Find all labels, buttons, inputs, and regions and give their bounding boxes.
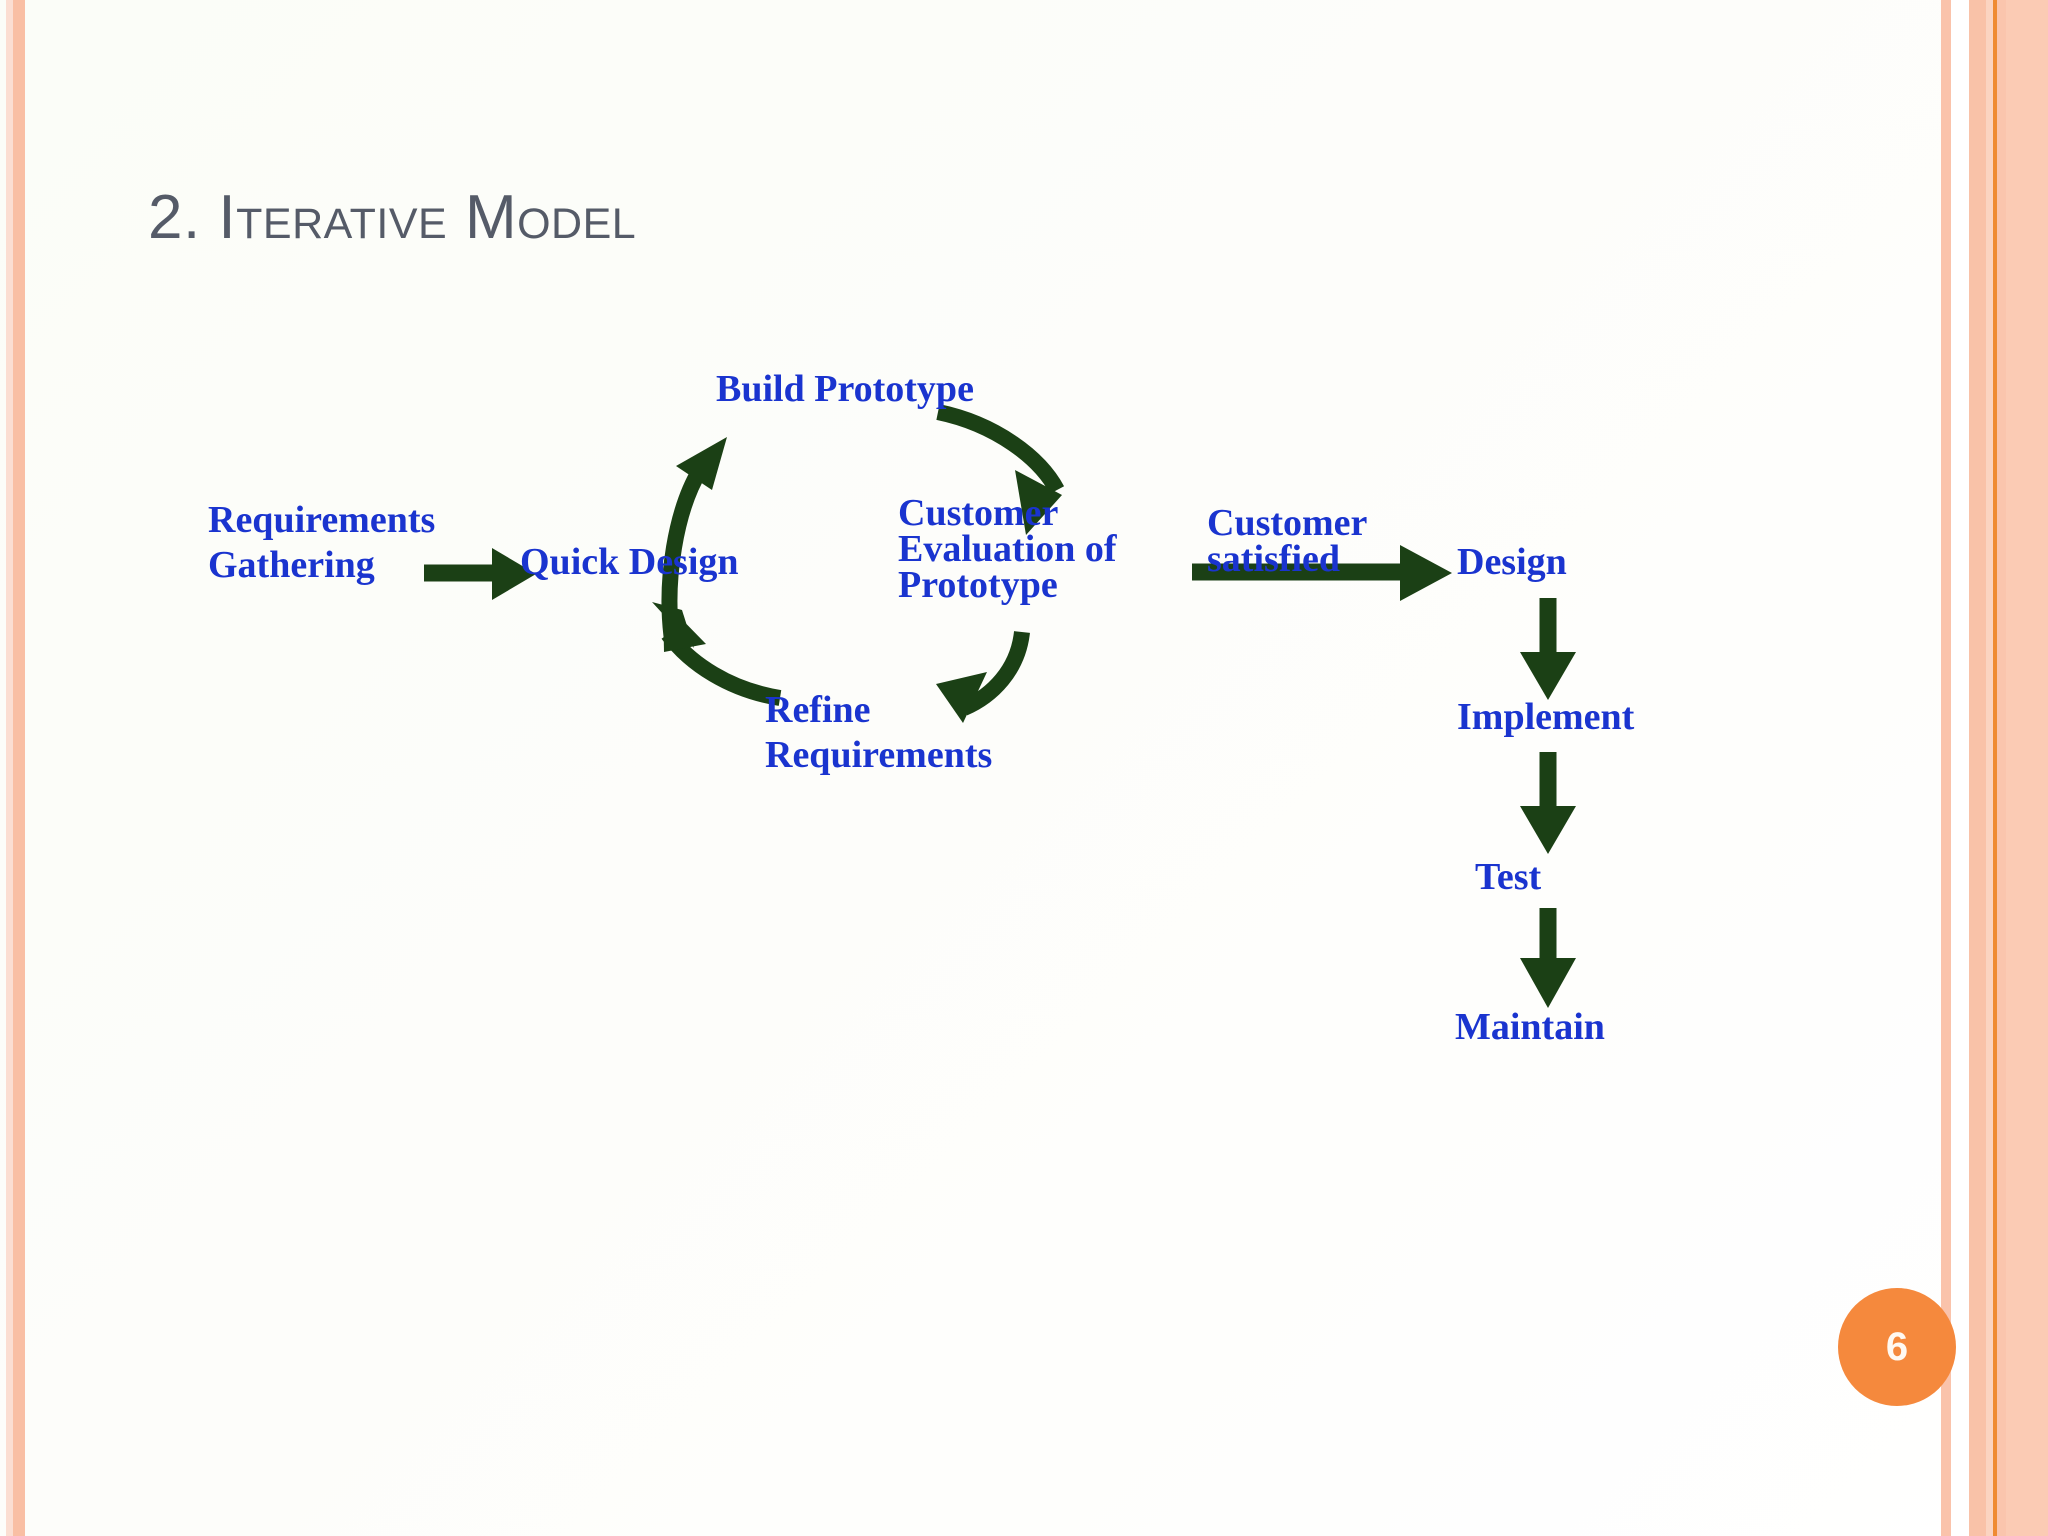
diagram-node-implement: Implement: [1457, 696, 1635, 738]
border-stripe-right-1: [1941, 0, 1951, 1536]
page-title: 2. Iterative Model: [148, 183, 637, 252]
border-stripe-left-main: [13, 0, 25, 1536]
border-stripe-right-4: [1986, 0, 1993, 1536]
diagram-node-build-prototype: Build Prototype: [716, 368, 974, 410]
diagram-node-requirements-gathering: Requirements Gathering: [208, 499, 436, 586]
border-stripe-right-6: [1997, 0, 2006, 1536]
arrow-design-to-implement: [1520, 598, 1576, 700]
diagram-node-test: Test: [1475, 856, 1542, 898]
border-stripe-left-thin: [6, 0, 13, 1536]
diagram-node-quick-design: Quick Design: [520, 541, 739, 583]
arrow-implement-to-test: [1520, 752, 1576, 854]
arrow-quick-design-to-build-prototype: [661, 437, 727, 642]
border-stripe-right-accent-line: [1993, 0, 1997, 1536]
diagram-edge-label-customer-satisfied: Customer satisfied: [1207, 502, 1368, 581]
diagram-node-design: Design: [1457, 541, 1567, 583]
border-stripe-right-3: [1969, 0, 1986, 1536]
diagram-node-maintain: Maintain: [1455, 1006, 1605, 1048]
border-stripe-right-7: [2006, 0, 2048, 1536]
border-stripe-right-2: [1951, 0, 1969, 1536]
arrow-refine-requirements-to-quick-design: [652, 600, 782, 706]
page-number-badge: 6: [1838, 1288, 1956, 1406]
diagram-node-customer-evaluation: Customer Evaluation of Prototype: [898, 492, 1117, 607]
diagram-node-refine-requirements: Refine Requirements: [765, 689, 993, 776]
page-number-text: 6: [1885, 1324, 1909, 1369]
arrow-test-to-maintain: [1520, 908, 1576, 1008]
